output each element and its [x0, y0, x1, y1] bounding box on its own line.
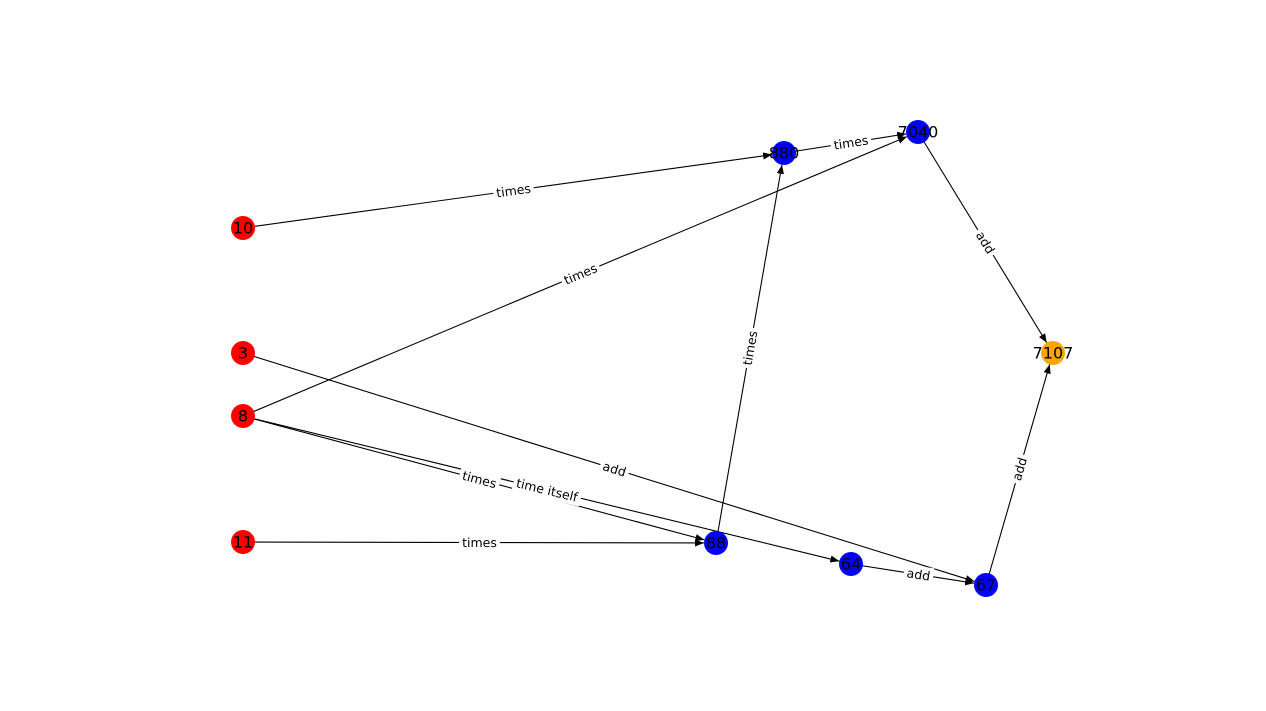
node-label: 7107	[1033, 344, 1074, 363]
node-3: 3	[231, 341, 255, 365]
edge-label-group: time itself	[511, 473, 583, 507]
edge-label: times	[495, 181, 531, 201]
edge-label-group: times	[457, 466, 502, 493]
node-label: 8	[238, 407, 248, 426]
edge-label-background	[1007, 452, 1032, 486]
node-label: 880	[769, 144, 800, 163]
edge-label: times	[740, 330, 761, 367]
node-10: 10	[231, 216, 255, 240]
edge-label-background	[970, 225, 1001, 260]
node-7040: 7040	[898, 120, 939, 144]
node-circle	[839, 552, 863, 576]
edge-label-background	[459, 533, 500, 552]
edge-label-group: times	[558, 258, 603, 290]
node-label: 67	[976, 576, 996, 595]
edge-label-background	[902, 563, 935, 586]
node-circle	[772, 141, 796, 165]
node-circle	[231, 216, 255, 240]
edge-label: times	[833, 132, 870, 152]
node-circle	[231, 404, 255, 428]
edge-label-background	[829, 130, 873, 155]
edge-label: add	[601, 458, 628, 479]
edge-label: add	[1009, 456, 1030, 483]
edge-label-group: add	[1007, 452, 1032, 486]
node-67: 67	[974, 573, 998, 597]
edge-label-group: add	[597, 456, 632, 482]
node-circle	[231, 530, 255, 554]
node-label: 64	[841, 555, 861, 574]
edge-label-background	[511, 473, 583, 507]
edge-label: times	[462, 535, 497, 550]
edge-label-background	[492, 179, 535, 202]
node-circle	[906, 120, 930, 144]
node-label: 7040	[898, 123, 939, 142]
node-circle	[231, 341, 255, 365]
edge-label: times	[562, 260, 600, 287]
node-7107: 7107	[1033, 341, 1074, 365]
node-64: 64	[839, 552, 863, 576]
edge-label-group: times	[829, 130, 873, 155]
node-8: 8	[231, 404, 255, 428]
node-circle	[974, 573, 998, 597]
edge-label: add	[906, 565, 932, 583]
node-circle	[1041, 341, 1065, 365]
edge-label-background	[738, 326, 762, 370]
edge-label-group: times	[459, 533, 500, 552]
edge-label-background	[597, 456, 632, 482]
node-88: 88	[704, 531, 728, 555]
edge-label-group: times	[492, 179, 535, 202]
node-label: 11	[233, 533, 253, 552]
node-880: 880	[769, 141, 800, 165]
node-11: 11	[231, 530, 255, 554]
edge-label-group: add	[970, 225, 1001, 260]
edge-label: time itself	[515, 475, 580, 505]
edge-label-group: times	[738, 326, 762, 370]
edge-label-background	[457, 466, 502, 493]
node-circle	[704, 531, 728, 555]
node-label: 10	[233, 219, 253, 238]
edge-label-group: add	[902, 563, 935, 586]
node-label: 3	[238, 344, 248, 363]
edge-label-background	[558, 258, 603, 290]
node-label: 88	[706, 534, 726, 553]
